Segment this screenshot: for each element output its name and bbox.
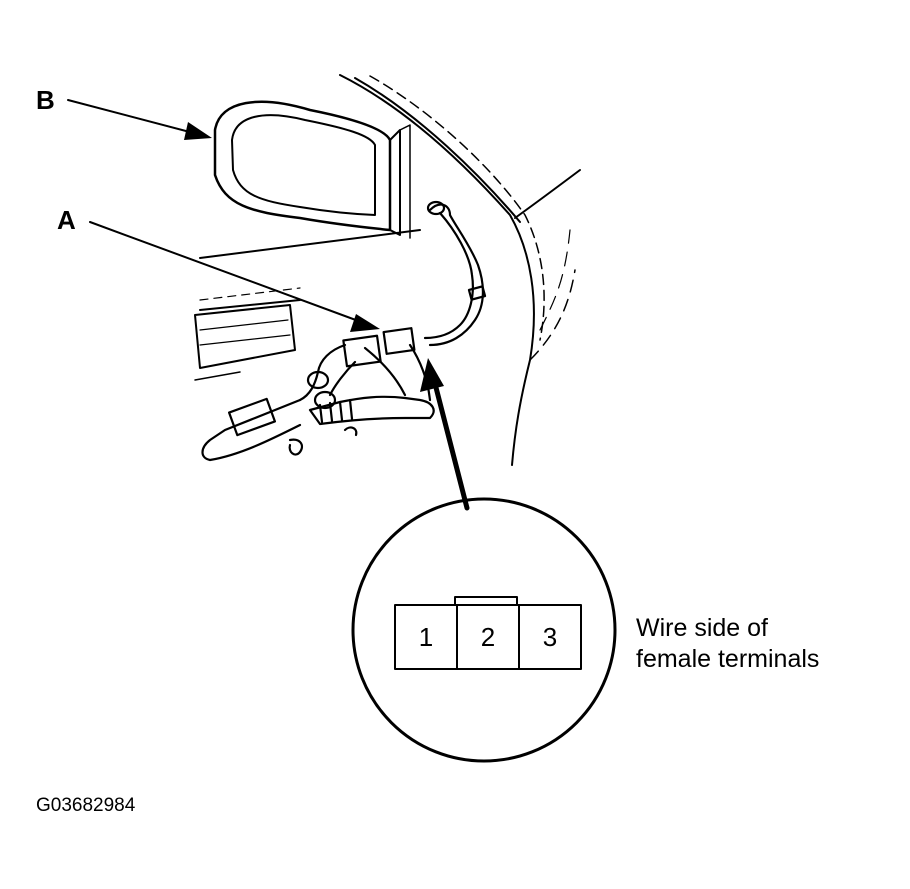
wire-harness [201, 200, 487, 462]
connector-latch [454, 596, 518, 606]
terminal-3: 3 [542, 622, 558, 652]
caption-line-2: female terminals [636, 645, 820, 673]
door-panel-lines [194, 229, 421, 381]
callout-a-label: A [57, 205, 76, 235]
connector-detail [351, 497, 617, 763]
figure-id: G03682984 [36, 795, 136, 816]
terminal-2: 2 [480, 622, 496, 652]
terminal-1: 1 [418, 622, 434, 652]
magnifier-circle [351, 497, 617, 763]
caption-line-1: Wire side of [636, 614, 768, 642]
door-frame [339, 74, 581, 466]
leader-lines [67, 99, 470, 511]
callout-b-label: B [36, 85, 55, 115]
door-mirror [213, 100, 411, 239]
arrowhead-b [184, 122, 212, 140]
connector-body [394, 604, 582, 670]
arrowhead-connector [420, 358, 444, 392]
arrowhead-a [350, 314, 380, 332]
